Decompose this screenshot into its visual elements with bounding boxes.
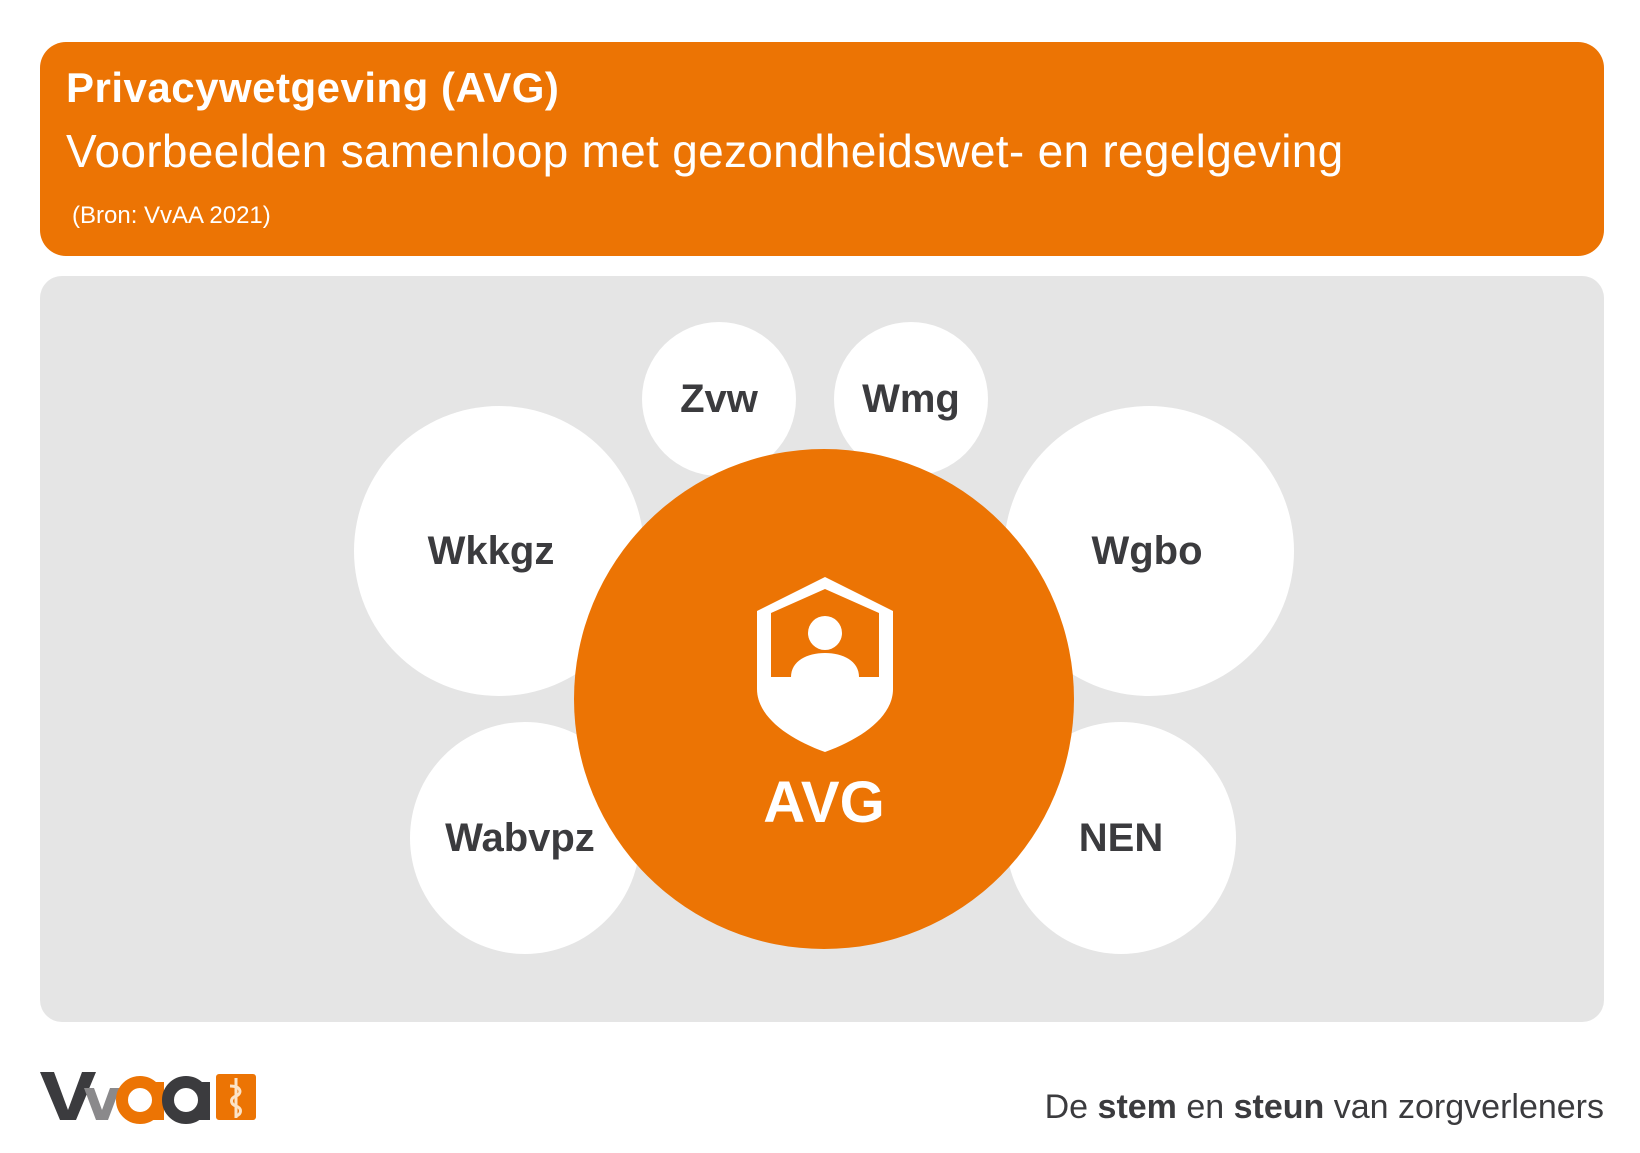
tagline-part: van zorgverleners [1324, 1088, 1604, 1126]
law-label: Wgbo [1091, 528, 1203, 573]
source-note: (Bron: VvAA 2021) [72, 202, 271, 229]
page-title: Privacywetgeving (AVG) [66, 64, 560, 111]
header-banner: Privacywetgeving (AVG) Voorbeelden samen… [40, 42, 1604, 256]
tagline: De stem en steun van zorgverleners [1045, 1088, 1604, 1127]
law-label: Zvw [680, 376, 758, 421]
vvaa-logo [40, 1072, 256, 1124]
law-label: Wmg [862, 376, 960, 421]
tagline-bold: stem [1097, 1088, 1177, 1126]
avg-center-circle: AVG [574, 449, 1074, 949]
law-label: Wkkgz [427, 528, 555, 573]
page-subtitle: Voorbeelden samenloop met gezondheidswet… [66, 125, 1344, 177]
shield-person-icon [757, 577, 893, 752]
tagline-part: en [1176, 1088, 1234, 1126]
law-label: Wabvpz [445, 815, 595, 860]
law-circle-zvw: Zvw [642, 322, 796, 476]
tagline-part: De [1044, 1088, 1098, 1126]
law-label: NEN [1078, 815, 1164, 860]
tagline-bold: steun [1233, 1088, 1325, 1126]
avg-label: AVG [763, 770, 885, 835]
law-circle-wmg: Wmg [834, 322, 988, 476]
